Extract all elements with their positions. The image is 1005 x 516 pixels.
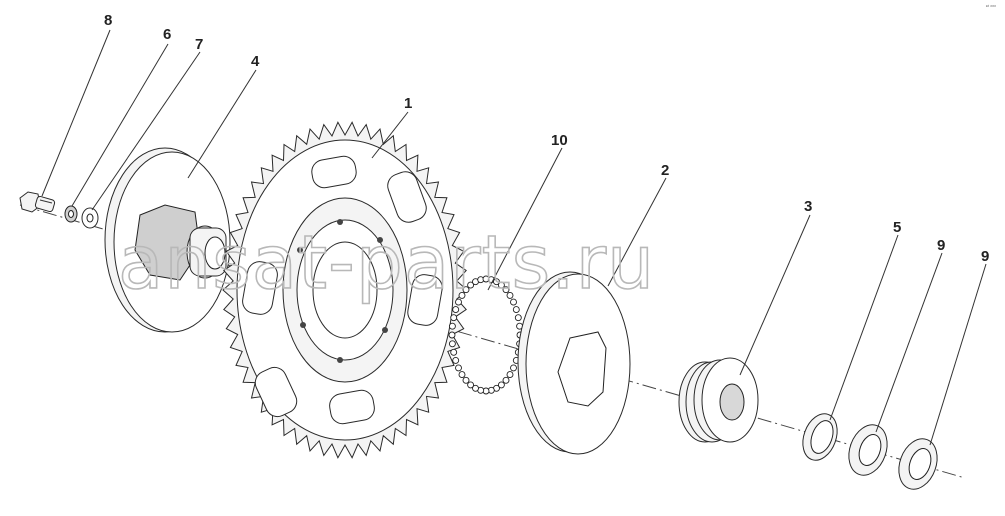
bead <box>510 364 517 372</box>
bead <box>448 340 456 348</box>
callout-9b: 9 <box>981 248 989 265</box>
bead <box>455 364 462 372</box>
bead <box>512 306 520 314</box>
callout-4: 4 <box>251 53 260 70</box>
part-4-hub-flange <box>104 147 231 333</box>
bead <box>450 314 458 322</box>
bead <box>497 281 505 289</box>
corner-mark: ᵉᵗ ᵒᵒᵒ <box>986 4 996 10</box>
bead <box>448 331 456 339</box>
part-1-sprocket <box>222 121 468 459</box>
callout-1: 1 <box>404 95 412 112</box>
callout-5: 5 <box>893 219 901 236</box>
leader-lines <box>41 29 987 446</box>
bead <box>448 322 456 330</box>
bead <box>452 356 460 364</box>
bead <box>506 291 514 299</box>
callout-6: 6 <box>163 26 171 43</box>
bead <box>510 298 517 306</box>
bead <box>458 291 466 299</box>
bead <box>467 281 475 289</box>
bead <box>506 371 514 379</box>
bead <box>455 298 462 306</box>
callout-7: 7 <box>195 36 203 53</box>
bead <box>502 286 510 294</box>
callout-9a: 9 <box>937 237 945 254</box>
bead <box>514 314 522 322</box>
part-9-nut-a <box>848 424 888 476</box>
bead <box>458 371 466 379</box>
callout-2: 2 <box>661 162 669 179</box>
watermark-text: ansat-parts.ru <box>118 220 655 306</box>
bead <box>462 376 470 384</box>
bead <box>462 286 470 294</box>
bead <box>472 384 479 392</box>
callout-labels: 8 6 7 4 1 10 2 3 5 9 9 <box>104 12 989 265</box>
callout-3: 3 <box>804 198 812 215</box>
part-8-bolt <box>19 191 56 213</box>
callout-8: 8 <box>104 12 112 29</box>
bead <box>497 381 505 389</box>
bead <box>502 376 510 384</box>
bead <box>452 306 460 314</box>
bead <box>493 278 500 286</box>
bead <box>450 348 458 356</box>
callout-10: 10 <box>551 132 568 149</box>
part-6-lock-washer <box>64 205 78 223</box>
part-10-bead-ring <box>448 275 524 395</box>
part-3-threaded-collar <box>678 357 759 443</box>
part-7-washer <box>81 207 99 229</box>
part-2-disc <box>517 271 631 455</box>
part-5-ring <box>802 413 838 461</box>
bead <box>467 381 475 389</box>
part-9-nut-b <box>898 438 938 490</box>
